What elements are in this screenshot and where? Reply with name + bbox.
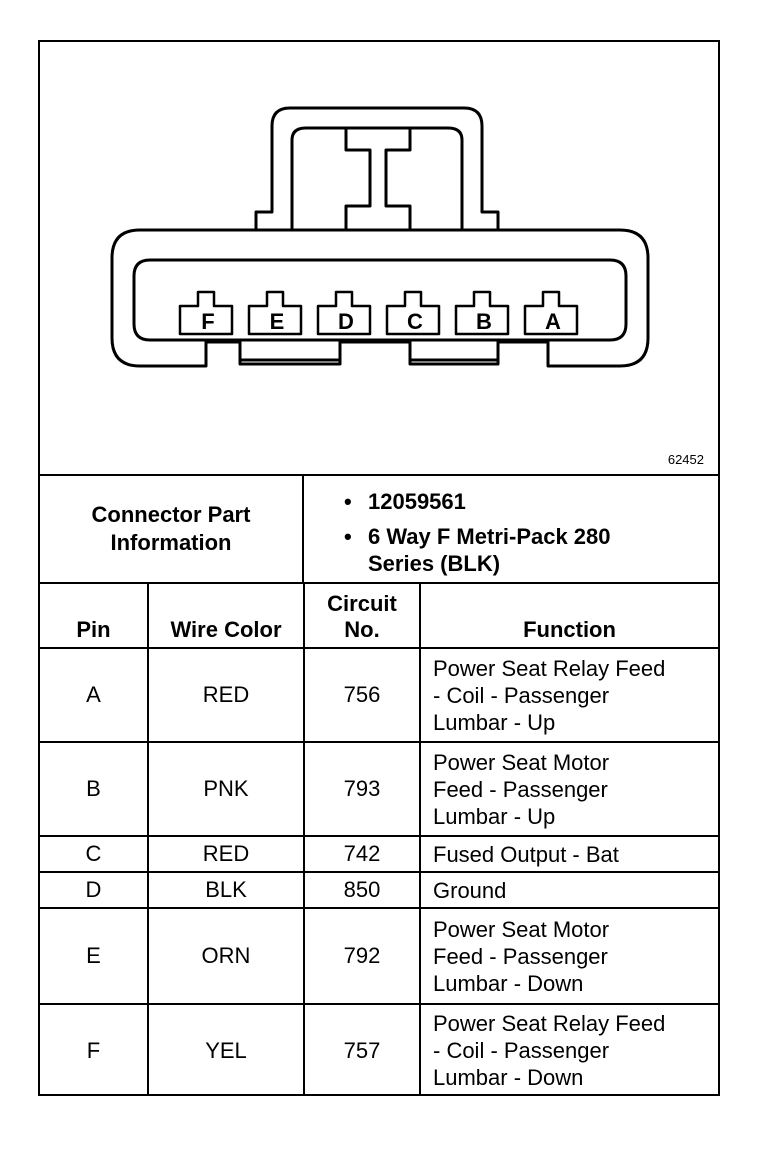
part-number: 12059561 [368,489,466,514]
connector-latch-lever [344,128,412,230]
cavity-b [454,290,510,336]
wire-color-cell: ORN [147,907,305,1005]
cavity-label: A [545,309,561,334]
header-wire-color: Wire Color [147,584,305,649]
function-cell: Power Seat Motor Feed - Passenger Lumbar… [419,907,718,1005]
part-info-label-cell: Connector Part Information [40,476,304,582]
wire-color-cell: RED [147,835,305,873]
connector-body-outline [110,228,650,368]
header-pin: Pin [40,584,149,649]
circuit-cell: 742 [303,835,421,873]
wire-color-cell: BLK [147,871,305,909]
connector-bottom-key-right [408,342,500,362]
connector-part-info: Connector Part Information • 12059561 • … [40,476,718,582]
pin-cell: E [40,907,149,1005]
function-cell: Power Seat Relay Feed - Coil - Passenger… [419,1003,718,1096]
cavity-label: D [338,309,354,334]
pin-cell: A [40,647,149,743]
pin-cell: F [40,1003,149,1096]
wire-color-cell: PNK [147,741,305,837]
function-cell: Ground [419,871,718,909]
connector-bottom-key-left [238,342,342,362]
connector-inner-frame [132,258,628,342]
part-info-label: Connector Part Information [91,502,251,555]
cavity-label: F [201,309,214,334]
part-info-list: • 12059561 • 6 Way F Metri-Pack 280 Seri… [304,476,718,582]
cavity-label: E [270,309,285,334]
wire-color-cell: RED [147,647,305,743]
cavity-label: C [407,309,423,334]
bullet-icon: • [344,524,352,549]
wire-color-cell: YEL [147,1003,305,1096]
pin-cell: D [40,871,149,909]
cavity-a [523,290,579,336]
cavity-d [316,290,372,336]
cavity-label: B [476,309,492,334]
connector-type-item: • 6 Way F Metri-Pack 280 Series (BLK) [344,523,644,577]
divider [40,474,718,476]
header-circuit: Circuit No. [303,584,421,649]
pin-cell: C [40,835,149,873]
header-circuit-label: Circuit No. [327,591,397,642]
divider [40,582,718,584]
circuit-cell: 850 [303,871,421,909]
connector-diagram: F E D C B A 62452 [40,42,718,474]
header-function: Function [419,584,718,649]
part-number-item: • 12059561 [344,488,466,515]
circuit-cell: 793 [303,741,421,837]
connector-type: 6 Way F Metri-Pack 280 Series (BLK) [368,524,611,576]
figure-number: 62452 [667,452,704,467]
function-cell: Fused Output - Bat [419,835,718,873]
circuit-cell: 792 [303,907,421,1005]
cavity-c [385,290,441,336]
bullet-icon: • [344,489,352,514]
pin-cell: B [40,741,149,837]
circuit-cell: 756 [303,647,421,743]
function-cell: Power Seat Relay Feed - Coil - Passenger… [419,647,718,743]
table-header-row: Pin Wire Color Circuit No. Function [40,584,718,649]
circuit-cell: 757 [303,1003,421,1096]
function-cell: Power Seat Motor Feed - Passenger Lumbar… [419,741,718,837]
connector-latch-inner [290,126,464,230]
connector-latch [254,106,500,230]
cavity-f [178,290,234,336]
cavity-e [247,290,303,336]
